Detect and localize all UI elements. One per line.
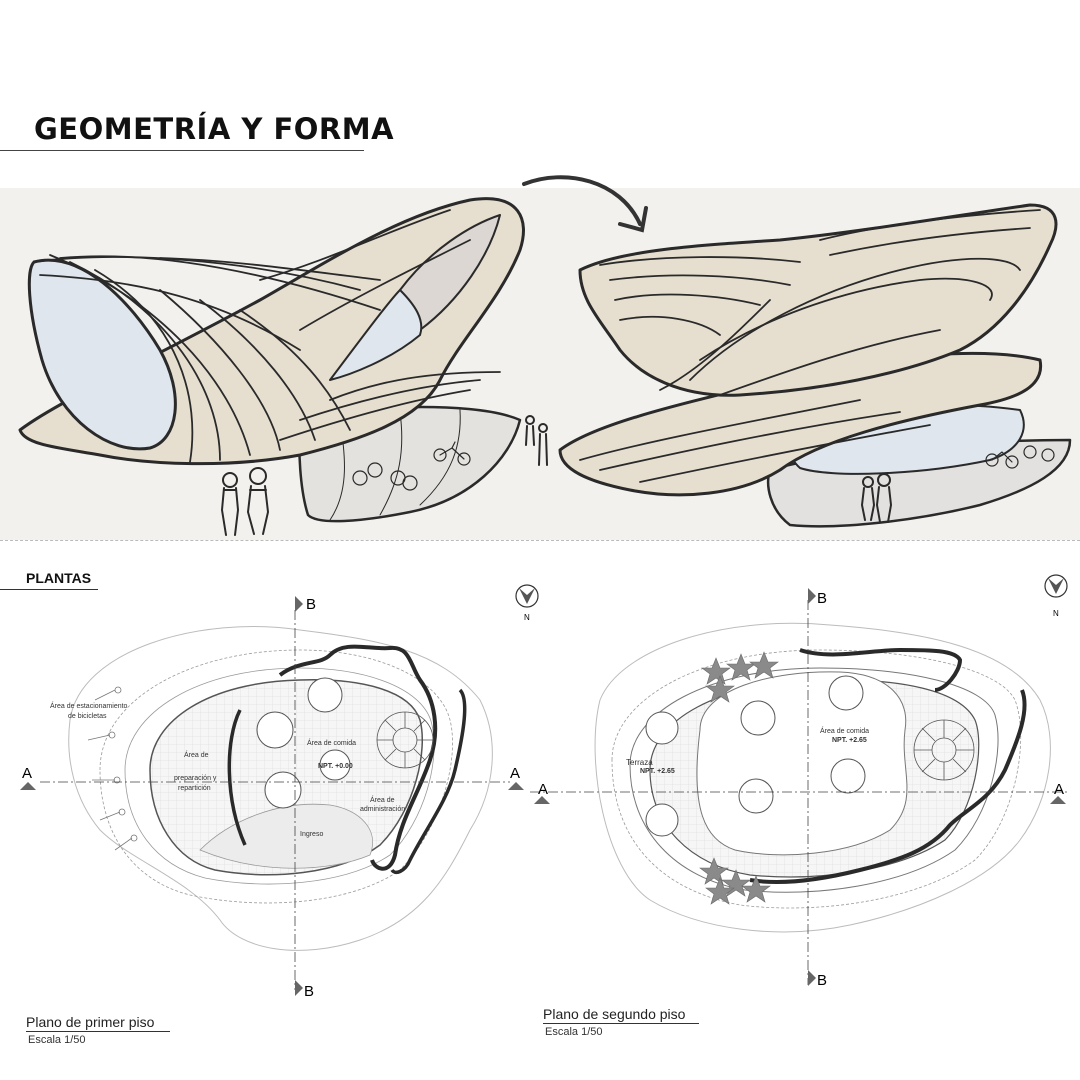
label-prep-1: Área de (184, 750, 209, 759)
section-divider (0, 540, 1080, 541)
section-b-bottom-label-2: B (817, 972, 827, 989)
north-arrow-icon-2: N (1044, 574, 1068, 618)
label-food-level-2: NPT. +2.65 (832, 737, 867, 744)
label-bike-parking-2: de bicicletas (68, 713, 107, 720)
site-outline-2 (594, 622, 1051, 933)
label-prep-3: repartición (178, 785, 211, 792)
floor-plans: B B A A N Área de estacionamiento de bic… (20, 574, 1070, 1000)
dimension-ring (99, 649, 453, 904)
plan1-scale: Escala 1/50 (28, 1034, 86, 1046)
form-sketches (18, 175, 1072, 536)
plan2-title: Plano de segundo piso (543, 1006, 686, 1022)
section-b-marker-icon: B B (295, 596, 316, 1000)
section-a-marker-icon: A A (20, 765, 524, 790)
section-b-top-label-2: B (817, 590, 827, 607)
transition-arrow-icon (522, 175, 648, 233)
north-label-2: N (1053, 609, 1059, 618)
label-food-area-2: Área de comida (820, 726, 869, 735)
facade-wall (278, 644, 438, 871)
tree-icon (699, 651, 779, 905)
section-a-left-label-2: A (538, 781, 548, 798)
section-b-bottom-label: B (304, 983, 314, 1000)
plan1-title: Plano de primer piso (26, 1014, 155, 1030)
plans-section-title: PLANTAS (26, 570, 92, 586)
label-bike-parking-1: Área de estacionamiento (50, 701, 128, 710)
plan2-scale: Escala 1/50 (545, 1026, 603, 1038)
label-prep-2: preparación y (174, 775, 217, 782)
section-a-right-label: A (510, 765, 520, 782)
sketch-final-form (558, 203, 1072, 528)
north-label: N (524, 613, 530, 622)
label-terrace-level: NPT. +2.65 (640, 768, 675, 775)
site-outline (68, 626, 493, 951)
label-admin-2: administración (360, 806, 405, 813)
page-title: GEOMETRÍA Y FORMA (34, 112, 395, 146)
sketch-initial-form (18, 197, 548, 536)
section-a-marker-icon-2: A A (534, 781, 1066, 804)
section-a-right-label-2: A (1054, 781, 1064, 798)
plan-first-floor: B B A A N Área de estacionamiento de bic… (20, 584, 539, 1000)
north-arrow-icon: N (515, 584, 539, 622)
section-a-left-label: A (22, 765, 32, 782)
plan2-title-underline (543, 1023, 699, 1024)
label-entrance: Ingreso (300, 831, 323, 838)
plan-second-floor: B B A A N Terraza NPT. +2.65 Área de com… (530, 574, 1070, 989)
section-b-marker-icon-2: B B (808, 588, 827, 989)
title-underline (0, 150, 364, 151)
facade-wall-2 (799, 647, 963, 692)
label-level: NPT. +0.00 (318, 763, 353, 770)
plan1-title-underline (26, 1031, 170, 1032)
label-admin-1: Área de (370, 795, 395, 804)
label-food-area: Área de comida (307, 738, 356, 747)
section-b-top-label: B (306, 596, 316, 613)
spiral-stair (376, 711, 434, 769)
section-underline (0, 589, 98, 590)
label-terrace: Terraza (626, 758, 653, 767)
